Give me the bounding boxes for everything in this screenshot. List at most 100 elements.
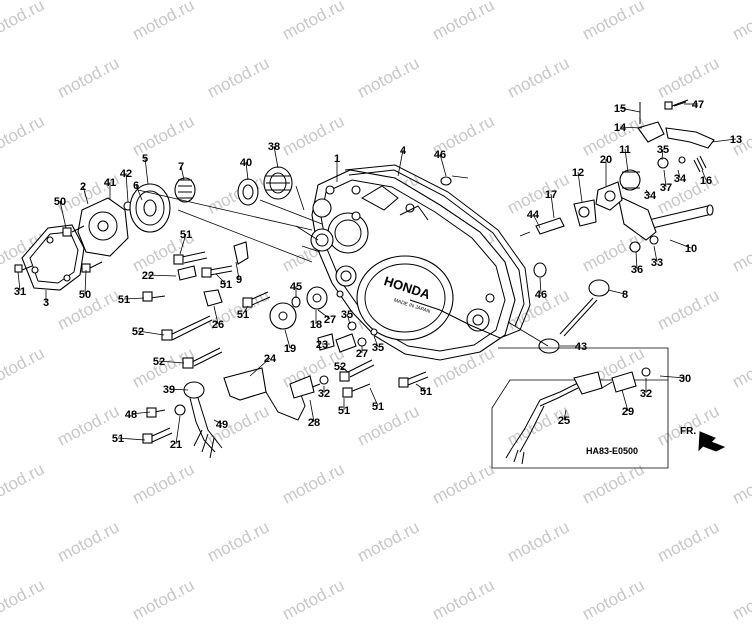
watermark-text: motod.ru (579, 575, 648, 624)
callout-number: 51 (338, 405, 350, 417)
callout-number: 35 (372, 342, 384, 354)
leader-line (621, 389, 629, 412)
leader-line (135, 184, 143, 201)
callout-number: 51 (372, 401, 384, 413)
callout-number: 27 (324, 314, 336, 326)
leader-line (284, 329, 291, 349)
callout-number: 36 (631, 264, 643, 276)
callout-number: 26 (212, 319, 224, 331)
callout-number: 34 (644, 190, 657, 202)
leader-line (137, 330, 165, 336)
leader-line (577, 171, 583, 203)
callout-number: 27 (356, 348, 368, 360)
leader-line (147, 274, 177, 277)
front-marker-label: FR. (680, 426, 696, 437)
callout-number: 25 (558, 415, 570, 427)
callout-number: 40 (240, 157, 252, 169)
leader-line (663, 169, 667, 188)
callout-number: 22 (142, 270, 154, 282)
leader-line (215, 273, 227, 285)
leader-line (532, 213, 541, 229)
leader-line (213, 305, 219, 325)
callout-number: 21 (170, 439, 182, 451)
leader-line (339, 365, 349, 373)
callout-number: 11 (619, 144, 631, 156)
leader-line (249, 357, 271, 377)
leader-line (179, 233, 187, 255)
callout-number: 52 (153, 356, 165, 368)
leader-line (317, 309, 331, 320)
leader-line (619, 107, 641, 113)
leader-line (624, 148, 629, 173)
exploded-view: HONDA MADE IN JAPAN (14, 99, 742, 469)
callout-number: 9 (236, 274, 242, 286)
callout-number: 46 (535, 289, 547, 301)
watermark-text: motod.ru (429, 575, 498, 624)
front-direction-marker: FR. (680, 426, 726, 452)
leader-line (397, 149, 404, 177)
callout-number: 33 (651, 257, 663, 269)
leader-line (125, 172, 129, 203)
leader-line (168, 388, 189, 391)
leader-line (661, 148, 664, 161)
callout-number: 47 (692, 99, 704, 111)
watermark-text: motod.ru (0, 575, 48, 624)
callout-number: 45 (290, 281, 302, 293)
leader-line (645, 189, 651, 196)
watermark-text: motod.ru (129, 575, 198, 624)
callout-number: 32 (318, 388, 330, 400)
callout-number: 1 (334, 153, 340, 165)
watermark-text: motod.ru (729, 575, 752, 624)
oil-filler-cap (440, 176, 610, 354)
callout-number: 12 (572, 167, 584, 179)
callout-number: 10 (685, 243, 697, 255)
callout-number: 37 (660, 182, 672, 194)
inset-box (491, 367, 669, 469)
drawing-code: HA83-E0500 (586, 446, 638, 456)
callout-number: 34 (674, 173, 687, 185)
callout-number: 20 (600, 154, 612, 166)
leader-line (677, 169, 681, 179)
callout-number: 14 (614, 122, 627, 134)
callout-number: 13 (730, 134, 742, 146)
watermark-text: motod.ru (279, 575, 348, 624)
leader-line (711, 138, 737, 143)
callout-number: 49 (216, 419, 228, 431)
crankcase-cover: HONDA MADE IN JAPAN (310, 169, 516, 361)
leader-line (82, 185, 89, 205)
leader-line (158, 360, 185, 364)
callout-number: 29 (622, 406, 634, 418)
callout-number: 7 (178, 161, 184, 173)
leader-line (144, 157, 149, 185)
leader-line (84, 269, 87, 295)
callout-number: 52 (132, 326, 144, 338)
callout-number: 51 (237, 309, 249, 321)
plates-washers (177, 241, 378, 347)
leader-line (369, 387, 379, 407)
callout-number: 51 (112, 433, 124, 445)
callout-number: 50 (79, 289, 91, 301)
callout-number: 42 (120, 168, 132, 180)
callout-number: 3 (43, 297, 49, 309)
callout-number: 2 (80, 181, 86, 193)
callout-number: 17 (545, 189, 557, 201)
callout-number: 39 (163, 384, 175, 396)
callout-number: 19 (284, 343, 296, 355)
wiring-harness (174, 333, 357, 459)
callout-number: 4 (400, 145, 407, 157)
leader-line (563, 409, 567, 421)
callout-number: 30 (679, 373, 691, 385)
callout-number: 50 (54, 196, 66, 208)
leader-line (415, 383, 427, 392)
callout-number: 35 (341, 309, 353, 321)
leader-line (309, 399, 315, 423)
callout-number: 15 (614, 103, 626, 115)
leader-line (539, 277, 542, 295)
leader-line (607, 289, 626, 295)
leader-line (619, 126, 643, 129)
leader-line (373, 335, 379, 348)
callout-number: 16 (700, 175, 712, 187)
callout-number: 48 (125, 409, 137, 421)
callout-number: 32 (640, 388, 652, 400)
